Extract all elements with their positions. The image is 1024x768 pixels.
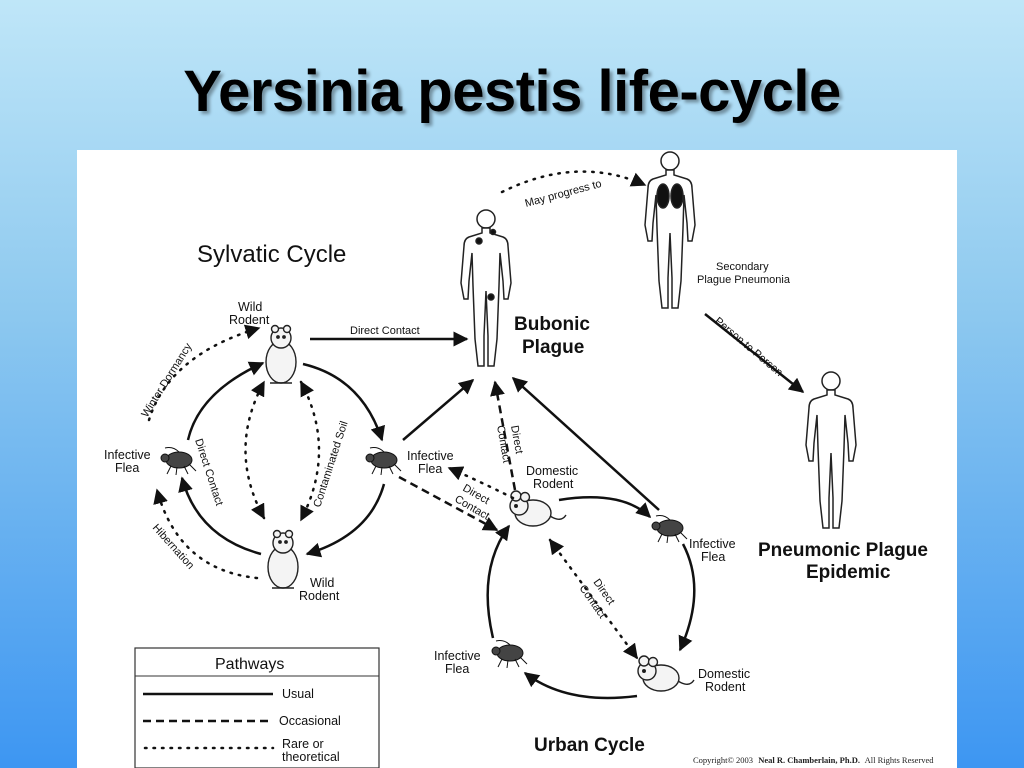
dotted-hibernation — [153, 488, 259, 580]
arrow-flea-to-domestic — [486, 524, 511, 639]
diagram-svg: Sylvatic Cycle Urban Cycle Bubonic Plagu… — [104, 151, 934, 768]
wild-rodent-bottom-label-2: Rodent — [299, 589, 340, 603]
flea-mid-icon — [365, 447, 402, 476]
may-progress-label: May progress to — [524, 178, 603, 210]
domestic-rodent-bottom-label-1: Domestic — [698, 667, 750, 681]
flea-urban-left-label-1: Infective — [434, 649, 481, 663]
wild-rodent-top-icon — [265, 324, 297, 384]
domestic-rodent-top-label-2: Rodent — [533, 477, 574, 491]
wild-rodent-bottom-label-1: Wild — [310, 576, 334, 590]
secondary-label-1: Secondary — [716, 261, 769, 273]
domestic-rodent-bottom-label-2: Rodent — [705, 680, 746, 694]
epidemic-label-2: Epidemic — [806, 562, 891, 583]
copyright-prefix: Copyright© 2003 — [693, 755, 753, 765]
copyright-author: Neal R. Chamberlain, Ph.D. — [758, 755, 860, 765]
arrow-wildrodent-bottom-to-flea — [178, 476, 262, 556]
winter-dormancy-label: Winter Dormancy — [139, 341, 194, 420]
arrow-urbanflea-to-domestic-bottom — [678, 543, 696, 652]
legend-title: Pathways — [215, 656, 284, 673]
domestic-rodent-top-label-1: Domestic — [526, 464, 578, 478]
wild-rodent-bottom-icon — [267, 529, 299, 589]
copyright-notice: Copyright© 2003 Neal R. Chamberlain, Ph.… — [693, 755, 934, 765]
arrow-wildrodent-to-flea — [302, 362, 385, 442]
wild-rodent-top-label-1: Wild — [238, 300, 262, 314]
arrow-flea-to-wildrodent — [186, 361, 265, 441]
flea-left-icon — [160, 447, 197, 476]
copyright-suffix: All Rights Reserved — [865, 755, 935, 765]
arrow-domestic-bottom-to-flea — [523, 672, 638, 700]
dashed-domestic-to-bubonic — [490, 380, 517, 491]
legend-rare-label-2: theoretical — [282, 750, 340, 764]
dashed-flea-to-domestic — [398, 475, 499, 532]
bubonic-person-figure — [460, 209, 512, 367]
domestic-rodent-top-icon — [509, 490, 567, 527]
flea-left-label-2: Flea — [115, 461, 139, 475]
dotted-contaminated-soil — [299, 380, 321, 522]
urban-cycle-heading: Urban Cycle — [534, 735, 645, 756]
bubonic-label-1: Bubonic — [514, 314, 590, 335]
flea-urban-left-label-2: Flea — [445, 662, 469, 676]
person-to-person-label: Person to Person — [712, 315, 785, 379]
slide-title: Yersinia pestis life-cycle — [183, 59, 841, 124]
wild-rodent-top-label-2: Rodent — [229, 313, 270, 327]
flea-left-label-1: Infective — [104, 448, 151, 462]
arrow-flea-to-wildrodent-bottom — [305, 483, 386, 558]
arrow-person-to-person — [704, 313, 805, 393]
flea-urban-right-label-2: Flea — [701, 550, 725, 564]
pneumonia-person-figure — [644, 151, 696, 309]
arrow-urban-flea-to-bubonic — [511, 376, 660, 511]
sylvatic-cycle-heading: Sylvatic Cycle — [197, 241, 346, 268]
legend-rare-label-1: Rare or — [282, 737, 324, 751]
direct-contact-sylvatic-label: Direct Contact — [192, 437, 225, 507]
dotted-may-progress — [500, 170, 647, 194]
epidemic-label-1: Pneumonic Plague — [758, 540, 928, 561]
arrow-flea-to-bubonic — [402, 379, 475, 441]
pathways-legend: Pathways Usual Occasional Rare or theore… — [134, 647, 380, 768]
secondary-label-2: Plague Pneumonia — [697, 274, 791, 286]
direct-contact-top-label: Direct Contact — [350, 325, 420, 337]
direct-contact-vertical-1: Direct — [508, 424, 525, 454]
dotted-winter-dormancy — [147, 324, 261, 422]
domestic-rodent-bottom-icon — [637, 655, 695, 692]
flea-mid-label-2: Flea — [418, 462, 442, 476]
dotted-domestic-direct-contact — [548, 538, 639, 660]
flea-mid-label-1: Infective — [407, 449, 454, 463]
epidemic-person-figure — [805, 371, 857, 529]
legend-usual-label: Usual — [282, 687, 314, 701]
flea-urban-right-icon — [651, 515, 688, 544]
flea-urban-left-icon — [491, 640, 528, 669]
bubonic-label-2: Plague — [522, 337, 584, 358]
dotted-wildrodent-left — [244, 380, 266, 520]
flea-urban-right-label-1: Infective — [689, 537, 736, 551]
life-cycle-diagram: Sylvatic Cycle Urban Cycle Bubonic Plagu… — [77, 150, 957, 768]
legend-occasional-label: Occasional — [279, 714, 341, 728]
arrow-domestic-to-urbanflea — [558, 496, 652, 519]
